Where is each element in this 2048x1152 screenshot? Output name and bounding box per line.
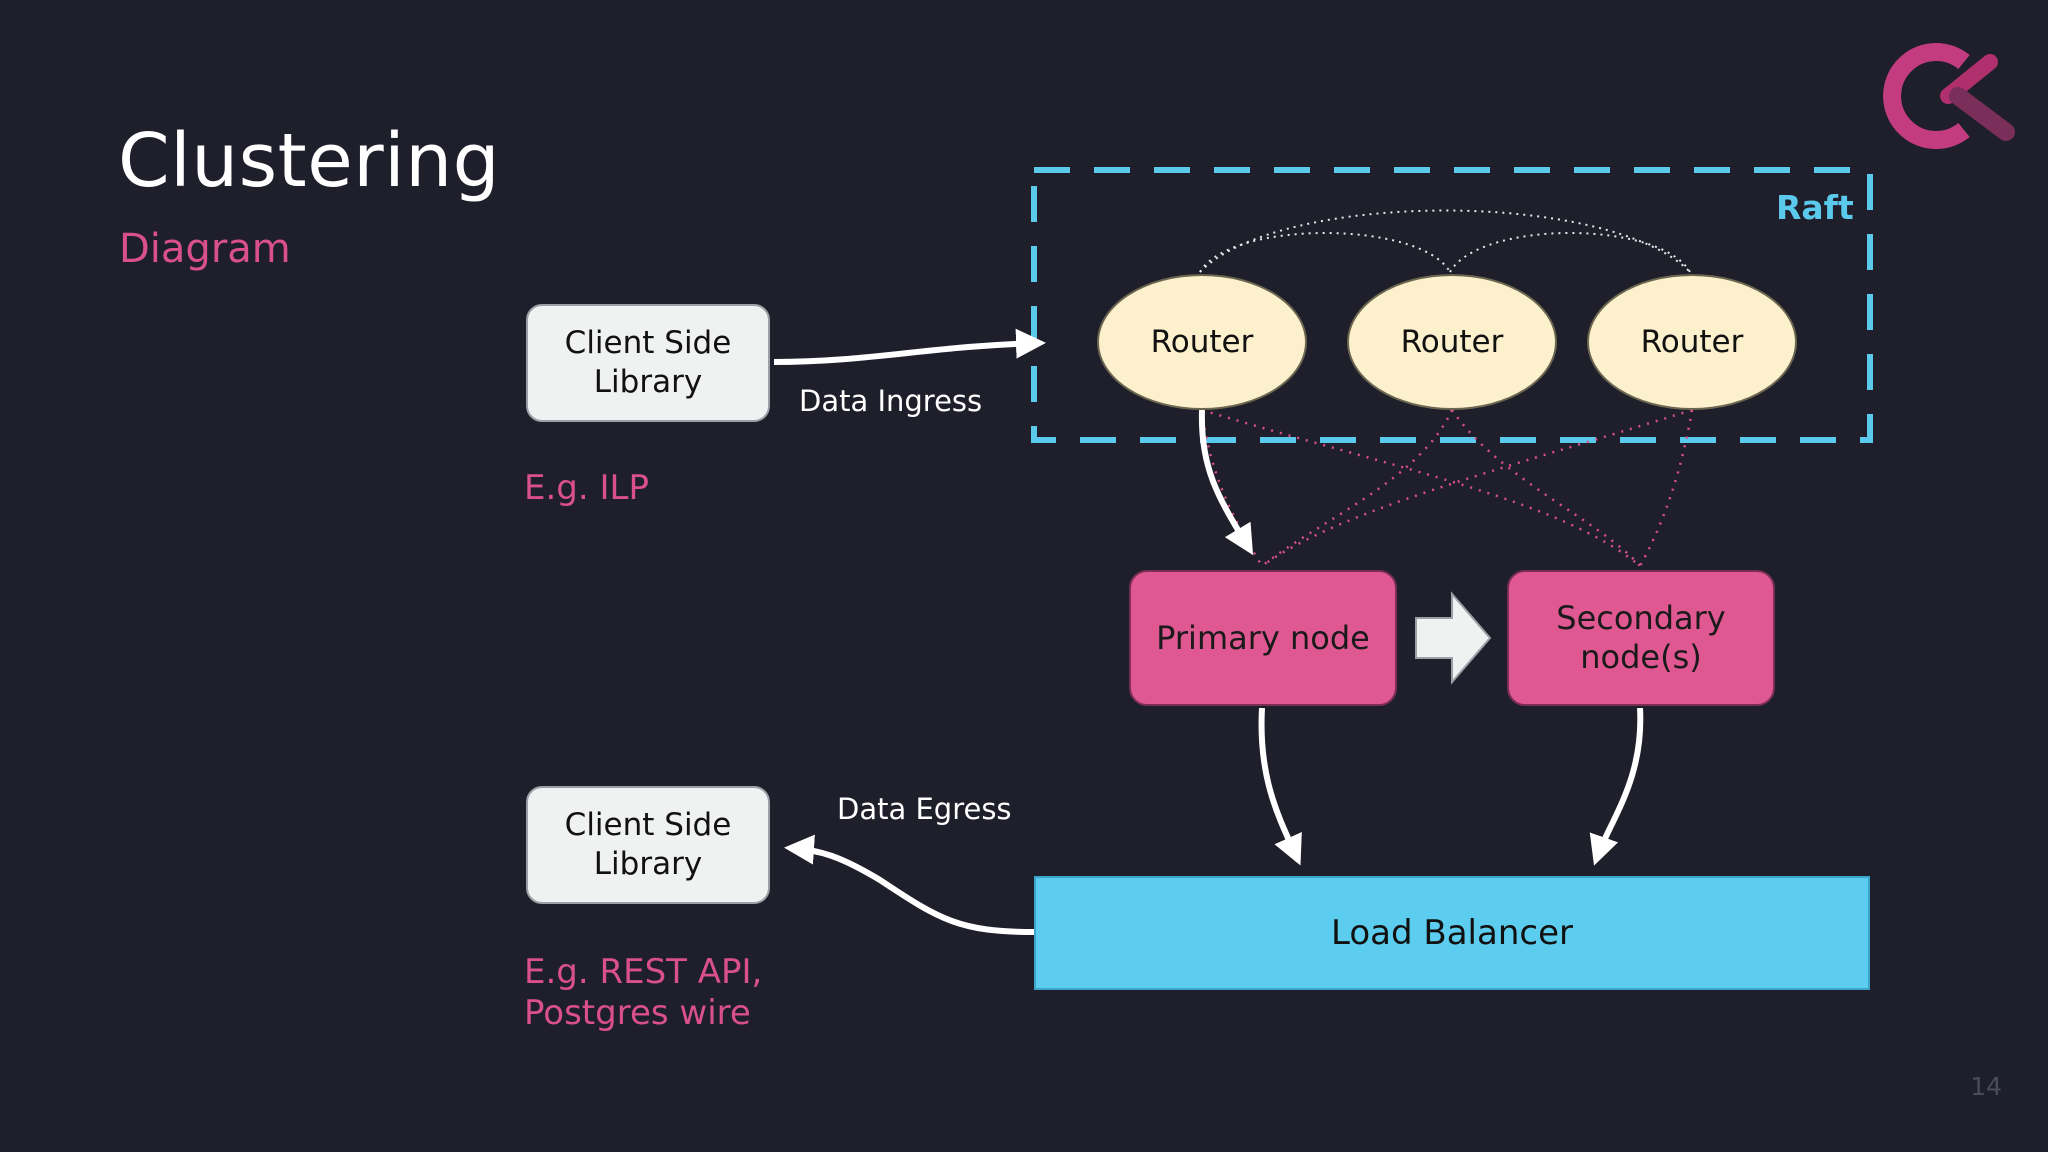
load-balancer: Load Balancer (1034, 876, 1870, 990)
egress-client-note: E.g. REST API, Postgres wire (524, 952, 763, 1033)
ingress-client-box: Client Side Library (526, 304, 770, 422)
raft-boundary (1031, 167, 1873, 443)
egress-client-box: Client Side Library (526, 786, 770, 904)
router-3: Router (1587, 274, 1797, 410)
router-node-links (1200, 408, 1694, 568)
secondary-node-label: Secondary node(s) (1556, 599, 1726, 676)
secondary-lb-arrow (1589, 707, 1644, 866)
data-ingress-label: Data Ingress (799, 384, 983, 418)
router-primary-arrow (1198, 409, 1254, 556)
raft-label: Raft (1776, 188, 1854, 227)
ingress-client-note: E.g. ILP (524, 468, 649, 508)
router-2: Router (1347, 274, 1557, 410)
egress-arrow (784, 834, 1035, 935)
page-number: 14 (1970, 1072, 2002, 1101)
ingress-arrow (773, 328, 1046, 365)
ingress-client-label: Client Side Library (564, 325, 732, 400)
primary-node-label: Primary node (1156, 618, 1370, 657)
questdb-logo-icon (1883, 43, 2015, 149)
primary-node: Primary node (1129, 570, 1397, 706)
router-1: Router (1097, 274, 1307, 410)
raft-arc-1-2 (1199, 232, 1451, 273)
primary-lb-arrow (1258, 707, 1302, 866)
egress-client-label: Client Side Library (564, 807, 732, 882)
secondary-node: Secondary node(s) (1507, 570, 1775, 706)
replication-arrow (1415, 591, 1492, 685)
data-egress-label: Data Egress (837, 792, 1012, 826)
raft-arc-2-3 (1449, 232, 1691, 273)
slide-subtitle: Diagram (119, 226, 291, 272)
slide-title: Clustering (118, 118, 501, 204)
raft-arc-1-3 (1199, 209, 1691, 273)
